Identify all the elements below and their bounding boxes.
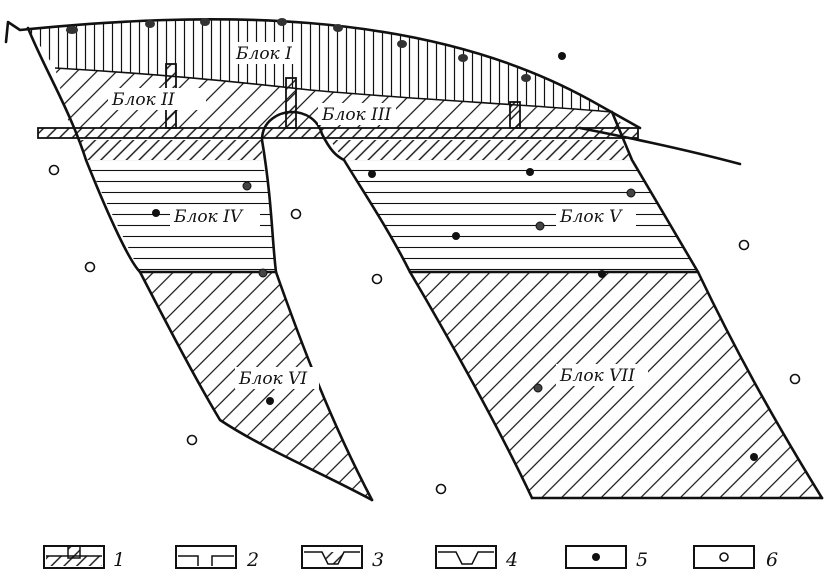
surface-pebbles bbox=[66, 18, 531, 82]
block-2-3-area bbox=[55, 68, 625, 128]
legend-label-2: 2 bbox=[246, 549, 259, 571]
legend-label-3: 3 bbox=[372, 549, 384, 571]
legend-item-5: 5 bbox=[565, 545, 648, 571]
fault-right bbox=[610, 110, 824, 500]
legend-label-6: 6 bbox=[766, 549, 778, 571]
legend-label-4: 4 bbox=[505, 549, 518, 571]
block-5-area bbox=[344, 160, 698, 272]
legend-item-4: 4 bbox=[435, 545, 518, 571]
label-bg-2 bbox=[108, 88, 206, 110]
grey-dots bbox=[242, 181, 636, 393]
shaft-2 bbox=[285, 77, 297, 129]
black-dots bbox=[152, 52, 758, 461]
open-circles bbox=[48, 164, 801, 495]
legend-item-6: 6 bbox=[693, 545, 778, 571]
legend-item-2: 2 bbox=[175, 545, 259, 571]
label-bg-3 bbox=[318, 103, 396, 125]
label-bg-4 bbox=[170, 205, 260, 227]
bedding-bar bbox=[37, 127, 639, 139]
fault-tongue-left bbox=[260, 110, 374, 502]
sub-bar-layer bbox=[78, 140, 632, 160]
label-block-1: Блок I bbox=[235, 44, 292, 64]
label-block-4: Блок IV bbox=[173, 207, 244, 227]
fault-middle bbox=[342, 158, 534, 500]
label-block-7: Блок VII bbox=[559, 366, 635, 386]
label-block-5: Блок V bbox=[559, 207, 623, 227]
legend-item-3: 3 bbox=[301, 545, 384, 571]
legend-item-1: 1 bbox=[43, 545, 125, 571]
block-1-area bbox=[28, 19, 612, 112]
bar-extension-line bbox=[578, 126, 742, 166]
label-block-6: Блок VI bbox=[238, 369, 307, 389]
label-bg-1 bbox=[232, 42, 296, 64]
label-block-3: Блок III bbox=[321, 105, 392, 125]
legend-label-5: 5 bbox=[636, 549, 648, 571]
label-bg-5 bbox=[556, 205, 636, 227]
fault-left bbox=[26, 26, 374, 502]
legend: 1 2 3 4 5 6 bbox=[43, 545, 778, 571]
label-bg-7 bbox=[556, 364, 648, 386]
block-1-base bbox=[54, 67, 613, 113]
label-block-2: Блок II bbox=[111, 90, 175, 110]
block-1-top-surface bbox=[4, 17, 642, 130]
label-bg-6 bbox=[235, 367, 319, 389]
legend-label-1: 1 bbox=[113, 549, 125, 571]
shaft-3 bbox=[509, 101, 521, 129]
